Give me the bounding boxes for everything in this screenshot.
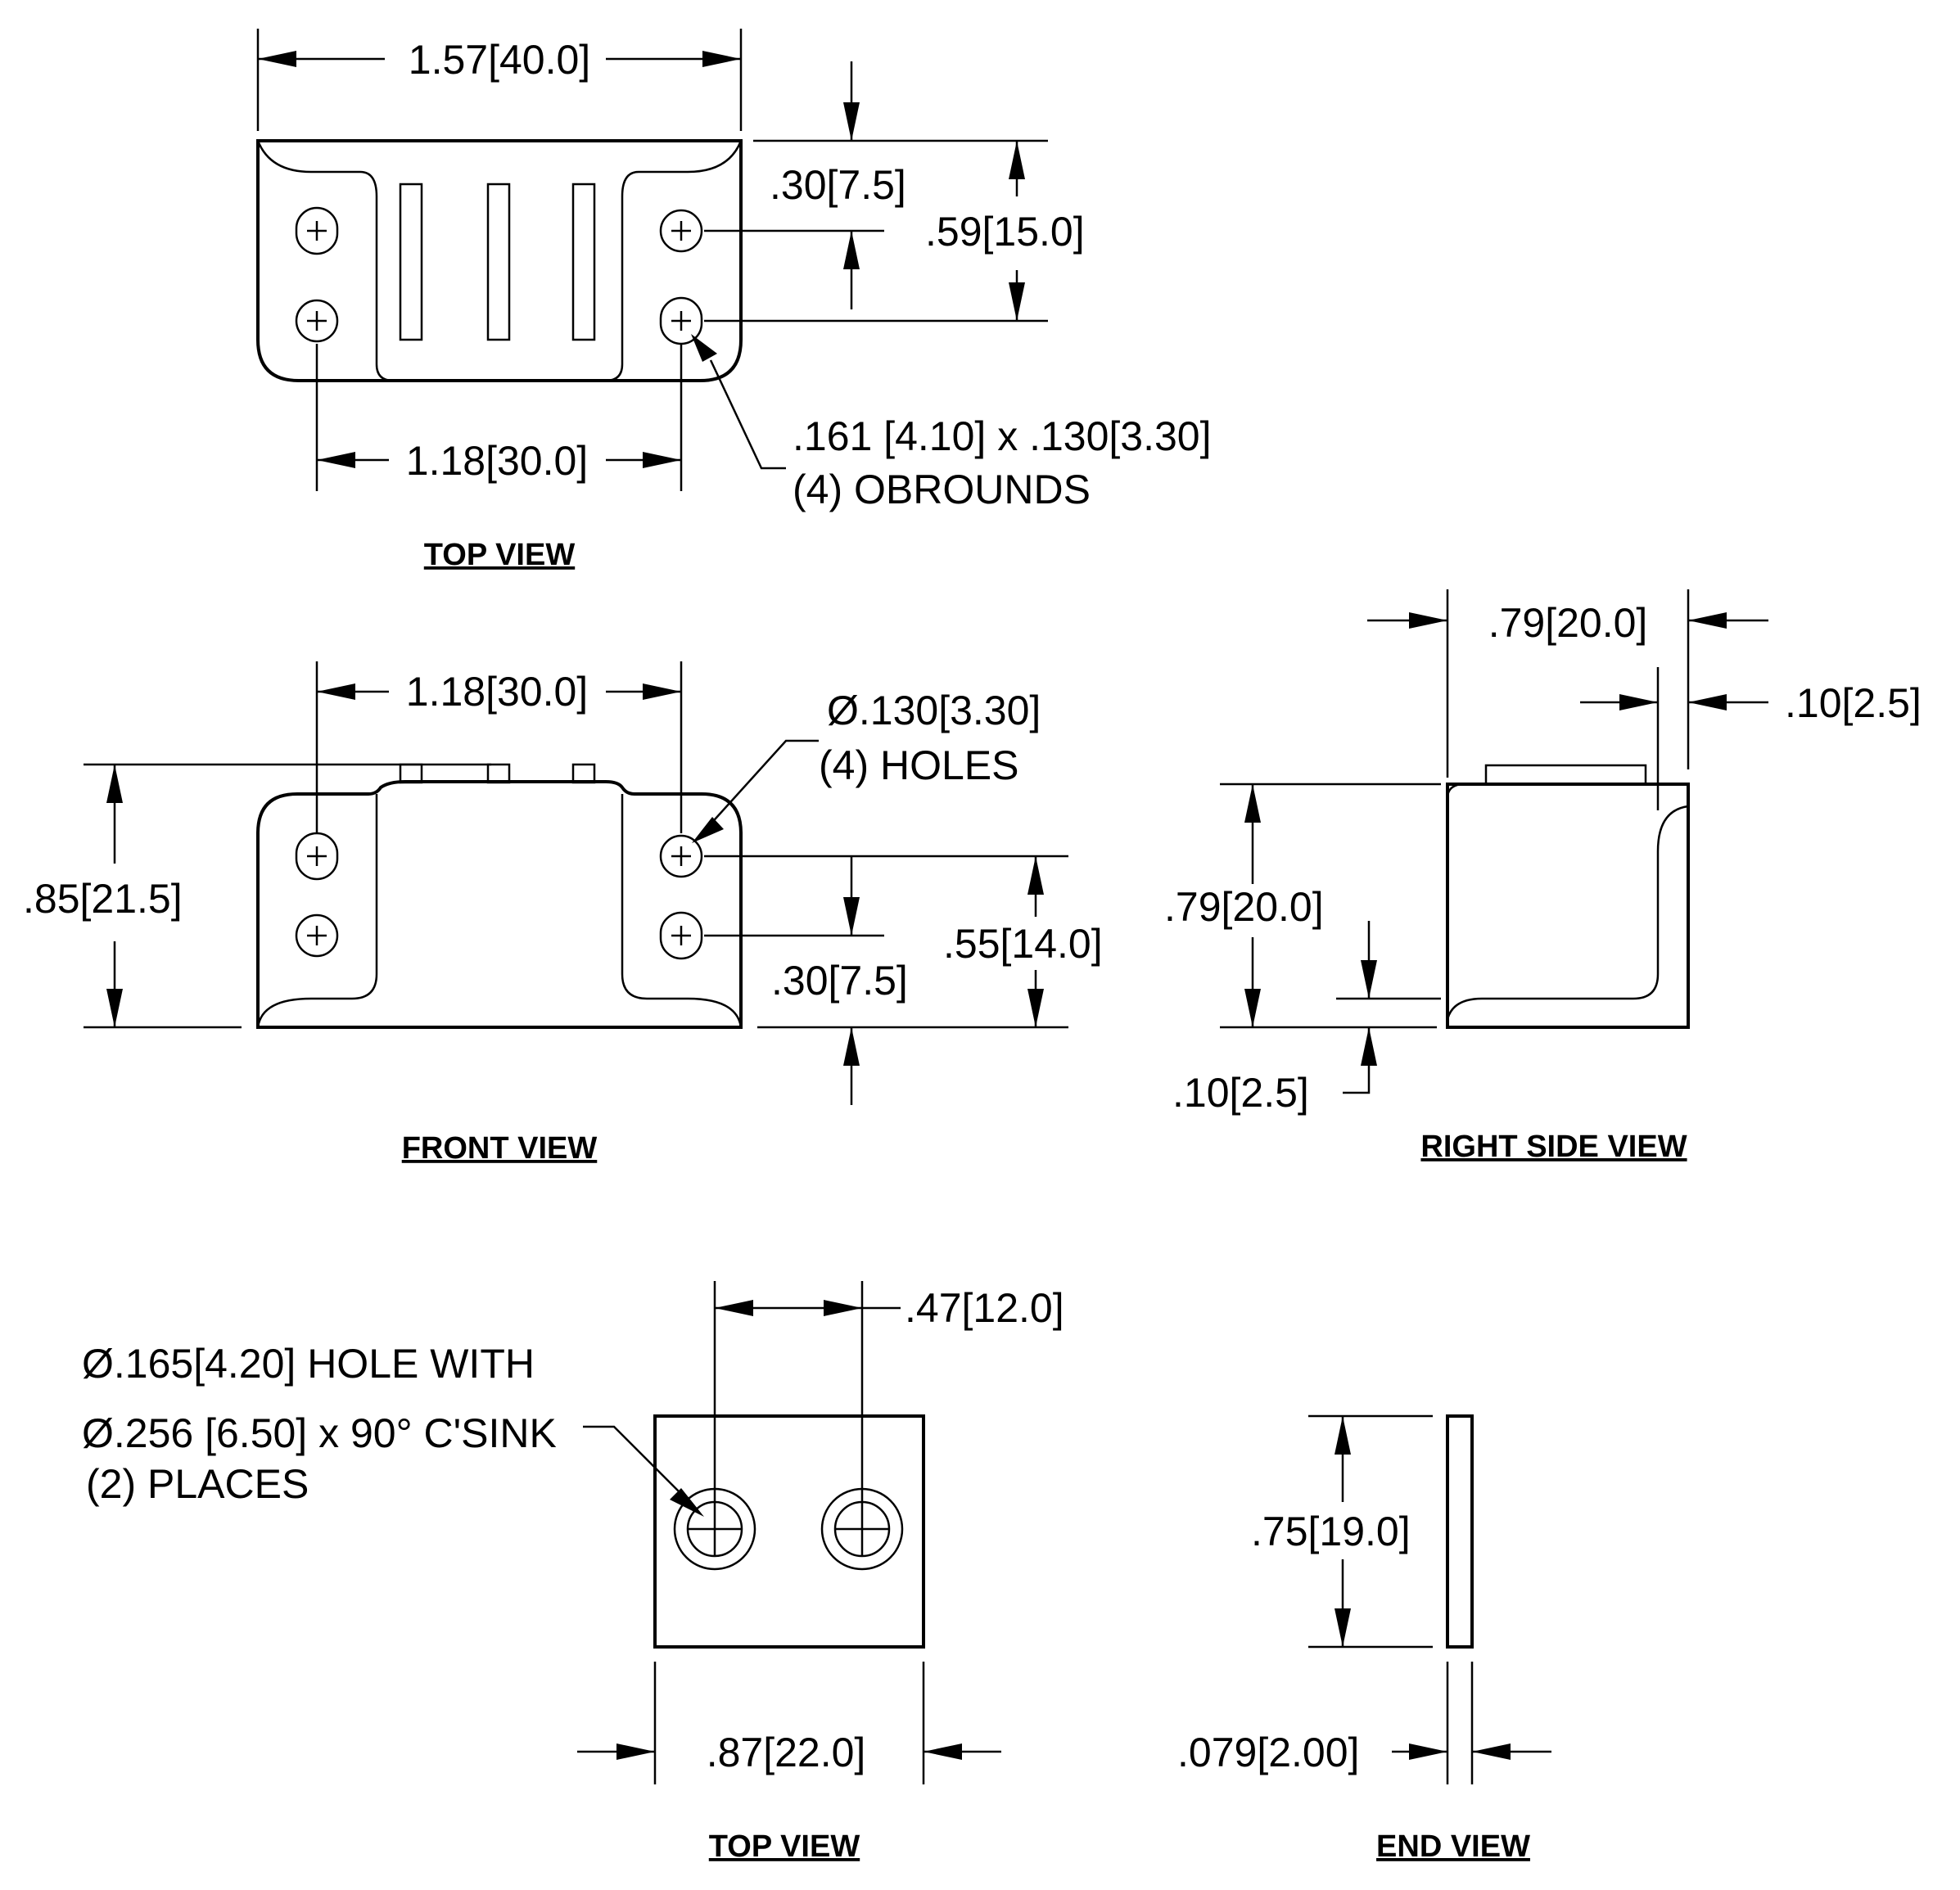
top-view-2-countersinks <box>673 1487 904 1571</box>
top-view-2-hole-note: Ø.165[4.20] HOLE WITH <box>82 1341 535 1387</box>
top-view-1-holes <box>295 206 703 345</box>
right-side-view-wall-label: .10[2.5] <box>1785 680 1922 726</box>
top-view-1: 1.57[40.0] .30[7.5] .59[15.0] 1.18[30.0]… <box>256 29 1212 572</box>
right-side-view: .79[20.0] .10[2.5] .79[20.0] .10[2.5] RI… <box>1164 589 1922 1164</box>
front-view-hole-spacing-label: 1.18[30.0] <box>406 669 588 715</box>
top-view-2-outline <box>653 1414 925 1649</box>
end-view-thickness-label: .079[2.00] <box>1177 1730 1359 1775</box>
top-view-1-overall-width-label: 1.57[40.0] <box>409 37 590 83</box>
front-view-holes <box>295 832 703 960</box>
right-side-view-title: RIGHT SIDE VIEW <box>1420 1130 1687 1164</box>
end-view-outline <box>1446 1414 1474 1649</box>
right-side-view-width-label: .79[20.0] <box>1488 600 1648 646</box>
end-view-title: END VIEW <box>1376 1829 1530 1864</box>
top-view-1-height-label: .59[15.0] <box>925 209 1085 255</box>
top-view-1-obround-size-note: .161 [4.10] x .130[3.30] <box>793 413 1212 459</box>
top-view-2-title: TOP VIEW <box>709 1829 860 1864</box>
front-view-hole-size-note: Ø.130[3.30] <box>827 688 1041 733</box>
top-view-1-outline <box>256 139 743 382</box>
front-view-dimension-lines <box>84 661 1068 1105</box>
top-view-2-dimension-lines <box>577 1281 1001 1784</box>
top-view-1-obround-count-note: (4) OBROUNDS <box>793 467 1091 512</box>
front-view: 1.18[30.0] Ø.130[3.30] (4) HOLES .85[21.… <box>23 661 1103 1166</box>
top-view-1-hole-spacing-label: 1.18[30.0] <box>406 438 588 484</box>
top-view-1-title: TOP VIEW <box>424 538 576 572</box>
front-view-hole-span-label: .55[14.0] <box>943 921 1103 967</box>
right-side-view-outline <box>1446 764 1690 1029</box>
top-view-2-csink-note: Ø.256 [6.50] x 90° C'SINK <box>82 1410 557 1456</box>
top-view-2: .47[12.0] Ø.165[4.20] HOLE WITH Ø.256 [6… <box>82 1281 1064 1864</box>
top-view-2-hole-spacing-label: .47[12.0] <box>905 1285 1064 1331</box>
end-view: .75[19.0] .079[2.00] END VIEW <box>1177 1414 1551 1864</box>
end-view-dimension-lines <box>1308 1414 1551 1784</box>
end-view-height-label: .75[19.0] <box>1251 1509 1411 1554</box>
right-side-view-base-label: .10[2.5] <box>1172 1070 1309 1116</box>
top-view-2-places-note: (2) PLACES <box>86 1461 309 1507</box>
top-view-1-hole-pitch-label: .30[7.5] <box>770 162 906 208</box>
front-view-height-label: .85[21.5] <box>23 876 183 922</box>
right-side-view-height-label: .79[20.0] <box>1164 884 1324 930</box>
front-view-title: FRONT VIEW <box>402 1131 598 1166</box>
front-view-hole-pitch-label: .30[7.5] <box>771 958 908 1004</box>
front-view-outline <box>256 763 743 1029</box>
top-view-1-dimension-lines <box>256 29 1048 491</box>
top-view-2-width-label: .87[22.0] <box>707 1730 866 1775</box>
right-side-view-dimension-lines <box>1220 589 1768 1094</box>
front-view-hole-count-note: (4) HOLES <box>819 742 1019 788</box>
